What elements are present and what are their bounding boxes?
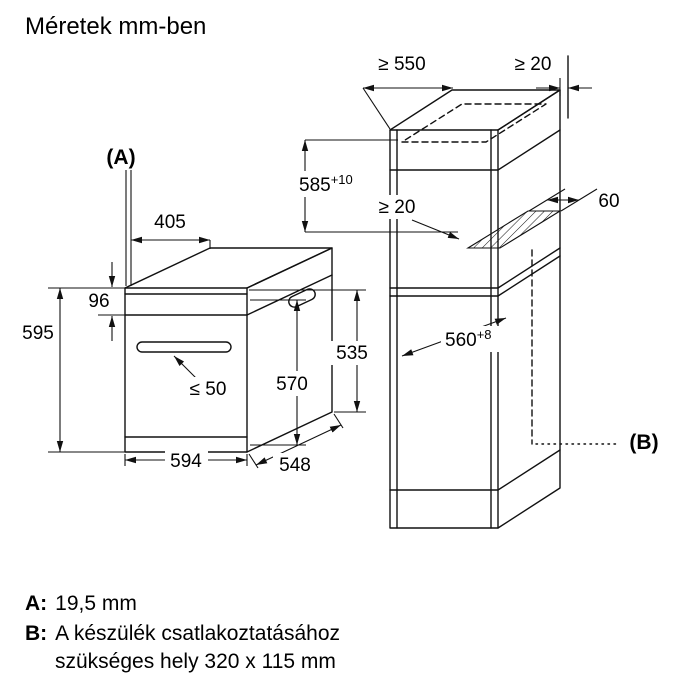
niche-depth-label: 560+8 xyxy=(445,327,492,351)
cabinet-mid-shelf-side-top xyxy=(497,247,561,289)
oven-handle-depth-label: ≤ 50 xyxy=(190,379,227,400)
cabinet-dimensions: ≥ 550 ≥ 20 585+10 ≥ 20 60 560+8 (B) xyxy=(294,54,659,454)
oven-top-width-label: 405 xyxy=(154,212,186,233)
oven-handle xyxy=(136,341,232,353)
legend: A:19,5 mm B:A készülék csatlakoztatásáho… xyxy=(25,592,340,673)
cabinet-label-b: (B) xyxy=(629,431,658,454)
oven-side-height-label: 535 xyxy=(336,343,368,364)
oven-height-label: 595 xyxy=(22,323,54,344)
cabinet-top-face xyxy=(389,89,561,131)
oven-door-height-label: 570 xyxy=(276,374,308,395)
cabinet-hidden-top-panel xyxy=(401,103,547,143)
oven-drawing xyxy=(124,247,333,453)
oven-side-face xyxy=(246,247,333,453)
cabinet-top-shelf-side xyxy=(497,129,561,171)
cabinet-rear-gap-top-label: ≥ 20 xyxy=(515,54,552,75)
cabinet-floor-side-line xyxy=(497,449,561,491)
vent-gap-label: ≥ 20 xyxy=(379,197,416,218)
niche-height-label: 585+10 xyxy=(299,172,353,196)
legend-line-a: A:19,5 mm xyxy=(25,592,137,615)
oven-front-face xyxy=(124,287,248,453)
vent-hatch-strip xyxy=(466,210,562,249)
legend-line-b: B:A készülék csatlakoztatásához xyxy=(25,622,340,645)
cabinet-drawing xyxy=(389,55,617,529)
oven-label-a: (A) xyxy=(106,146,135,169)
oven-panel-height-label: 96 xyxy=(88,291,109,312)
oven-top-face xyxy=(124,247,333,289)
oven-width-label: 594 xyxy=(170,451,202,472)
cabinet-side-face xyxy=(497,89,561,529)
oven-dimensions: (A) 405 96 595 ≤ 50 570 535 xyxy=(22,146,374,477)
oven-depth-label: 548 xyxy=(279,455,311,476)
page-title: Méretek mm-ben xyxy=(25,13,206,40)
legend-line-b2: szükséges hely 320 x 115 mm xyxy=(55,650,336,673)
oven-side-grip-slot xyxy=(288,288,316,308)
vent-depth-label: 60 xyxy=(598,191,619,212)
oven-panel-side-line xyxy=(246,274,333,316)
cabinet-top-depth-label: ≥ 550 xyxy=(378,54,425,75)
cabinet-mid-shelf-side-bottom xyxy=(497,255,561,297)
